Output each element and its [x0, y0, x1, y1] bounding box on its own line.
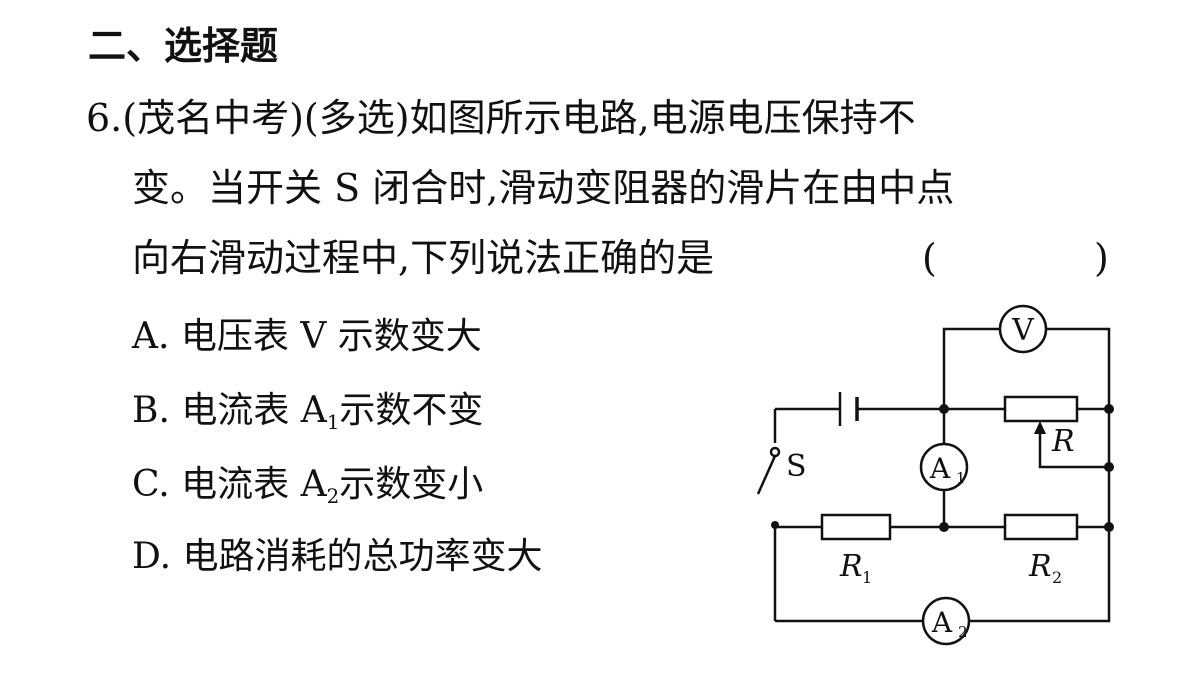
resistor-r2 [1003, 513, 1079, 541]
option-c-post: 示数变小 [339, 464, 484, 505]
voltmeter-label: V [1011, 313, 1035, 348]
option-b-sub: 1 [326, 410, 340, 434]
ammeter-a1-sub: 1 [956, 469, 966, 487]
question-line-2: 变。当开关 S 闭合时,滑动变阻器的滑片在由中点 [132, 166, 955, 210]
r2-sub: 2 [1052, 568, 1062, 587]
option-d-letter: D. [132, 536, 172, 577]
junction-dot [939, 522, 949, 532]
option-b-letter: B. [132, 390, 170, 431]
switch-contact-bottom [771, 521, 779, 529]
wire-voltmeter-right [1046, 327, 1111, 409]
ammeter-a2-label: A [931, 606, 953, 639]
junction-dot [1104, 404, 1114, 414]
answer-bracket-open[interactable]: ( [922, 236, 937, 280]
section-title: 二、选择题 [88, 24, 279, 68]
option-d-text: 电路消耗的总功率变大 [182, 536, 543, 577]
question-number: 6. [86, 96, 123, 140]
voltmeter-symbol [998, 304, 1048, 354]
option-c-letter: C. [132, 464, 170, 505]
answer-bracket-close: ) [1094, 236, 1109, 280]
wire-slider-return [1038, 429, 1109, 469]
resistor-r1 [820, 513, 892, 541]
option-b[interactable]: B. 电流表 A1示数不变 [132, 388, 483, 446]
ammeter-a2-sub: 2 [958, 623, 968, 641]
question-stem-1: 如图所示电路,电源电压保持不 [409, 96, 916, 140]
r1-label: R [839, 549, 863, 584]
switch-contact-top [769, 446, 781, 458]
question-type: (多选) [303, 96, 410, 140]
option-a-letter: A. [132, 316, 170, 357]
option-c-sub: 2 [326, 484, 340, 508]
ammeter-a1-symbol [919, 442, 969, 492]
junction-dot [1104, 462, 1114, 472]
option-a-text: 电压表 V 示数变大 [180, 316, 482, 357]
junction-dot [1104, 522, 1114, 532]
switch-blade [756, 455, 777, 495]
question-line-1: 6.(茂名中考)(多选)如图所示电路,电源电压保持不 [86, 94, 916, 142]
rheostat-label: R [1051, 424, 1075, 459]
option-b-pre: 电流表 A [181, 390, 327, 431]
switch-label: S [786, 449, 807, 484]
ammeter-a1-label: A [929, 452, 951, 485]
option-c[interactable]: C. 电流表 A2示数变小 [132, 462, 483, 520]
option-c-pre: 电流表 A [181, 464, 327, 505]
wire-bottom-right [968, 527, 1111, 623]
r2-label: R [1028, 549, 1052, 584]
r1-sub: 1 [862, 568, 872, 587]
ammeter-a2-symbol [921, 596, 971, 646]
wire-voltmeter-left [942, 327, 1000, 409]
question-line-3: 向右滑动过程中,下列说法正确的是 [132, 236, 715, 280]
rheostat-slider-arrow-icon [1034, 421, 1046, 434]
option-a[interactable]: A. 电压表 V 示数变大 [132, 314, 482, 360]
question-source: (茂名中考) [122, 96, 304, 140]
circuit-diagram: V A 1 A 2 S R R 1 R 2 [756, 304, 1114, 646]
option-b-post: 示数不变 [339, 390, 484, 431]
option-d[interactable]: D. 电路消耗的总功率变大 [132, 534, 543, 580]
junction-dot [939, 404, 949, 414]
rheostat-body [1003, 395, 1079, 423]
junction-dots [939, 404, 1114, 532]
